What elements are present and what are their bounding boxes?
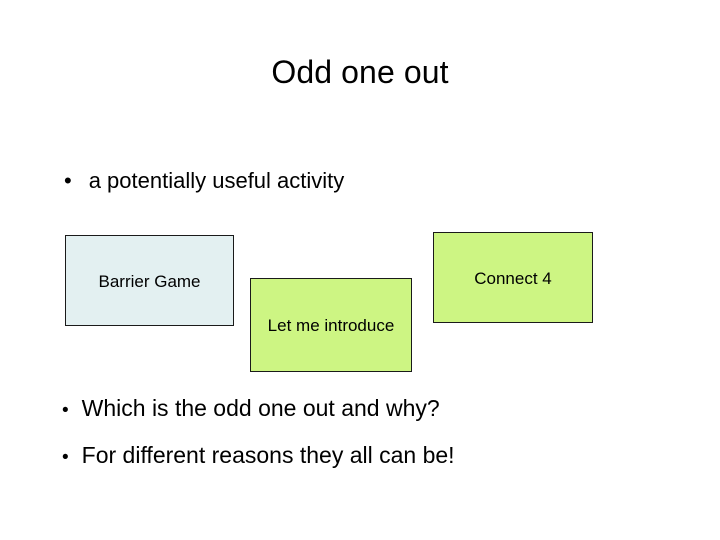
shape-let-me-introduce-label: Let me introduce <box>267 315 395 335</box>
shape-barrier-game[interactable]: Barrier Game <box>65 235 234 326</box>
bullet-item-label: For different reasons they all can be! <box>81 442 455 468</box>
bullet-item-answer: • For different reasons they all can be! <box>62 442 455 468</box>
bullet-marker-icon: • <box>62 400 69 421</box>
page-title: Odd one out <box>271 54 449 90</box>
bullet-marker-icon: • <box>64 168 72 193</box>
shape-connect-4-label: Connect 4 <box>474 269 552 288</box>
bullet-item-question: • Which is the odd one out and why? <box>62 395 440 421</box>
bullet-marker-icon: • <box>62 447 69 468</box>
bullet-item-label: a potentially useful activity <box>88 168 345 193</box>
shape-barrier-game-label: Barrier Game <box>98 272 201 291</box>
bullet-item-label: Which is the odd one out and why? <box>81 395 440 421</box>
bullet-item-activity: • a potentially useful activity <box>64 170 344 192</box>
shape-let-me-introduce[interactable]: Let me introduce <box>250 278 412 372</box>
shape-connect-4[interactable]: Connect 4 <box>433 232 593 323</box>
